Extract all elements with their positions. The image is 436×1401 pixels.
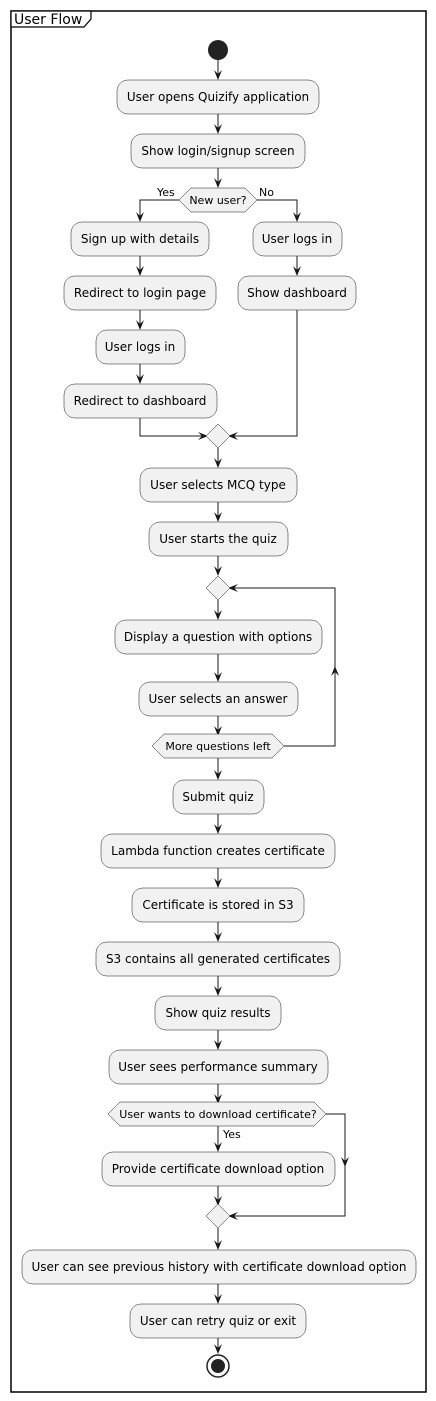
action-logs-in-existing: User logs in [252,221,343,257]
frame-title: User Flow [14,12,82,28]
decision-more-questions-label: More questions left [165,740,271,753]
action-redirect-login: Redirect to login page [63,275,217,311]
branch-yes-label: Yes [156,186,175,199]
loop-diamond [205,575,231,601]
action-select-answer-label: User selects an answer [148,692,287,706]
action-redirect-dashboard: Redirect to dashboard [63,383,218,419]
action-display-question-label: Display a question with options [124,630,312,644]
action-show-results-label: Show quiz results [165,1006,270,1020]
decision-download-cert-label: User wants to download certificate? [119,1108,317,1121]
decision-new-user: New user? [178,187,258,213]
action-history-label: User can see previous history with certi… [32,1260,407,1274]
action-start-quiz: User starts the quiz [148,521,289,557]
action-open-app: User opens Quizify application [116,79,320,115]
action-history: User can see previous history with certi… [21,1249,417,1285]
merge-diamond-login [205,423,231,449]
action-lambda-cert: Lambda function creates certificate [100,833,336,869]
branch-download-yes-label: Yes [222,1128,241,1141]
action-submit-quiz: Submit quiz [172,779,265,815]
action-sign-up-label: Sign up with details [81,232,199,246]
action-show-dashboard: Show dashboard [237,275,357,311]
action-logs-in-new-label: User logs in [105,340,175,354]
branch-no-label: No [259,186,274,199]
action-start-quiz-label: User starts the quiz [159,532,277,546]
action-redirect-dashboard-label: Redirect to dashboard [74,394,207,408]
action-select-mcq-label: User selects MCQ type [150,478,286,492]
action-logs-in-existing-label: User logs in [262,232,332,246]
action-show-login-label: Show login/signup screen [141,144,294,158]
decision-new-user-label: New user? [189,194,246,207]
action-select-answer: User selects an answer [138,681,299,717]
action-perf-summary-label: User sees performance summary [118,1060,318,1074]
edges [136,60,349,1354]
action-cert-stored: Certificate is stored in S3 [131,887,305,923]
decision-download-cert: User wants to download certificate? [107,1101,327,1127]
action-show-results: Show quiz results [154,995,282,1031]
action-display-question: Display a question with options [114,619,323,655]
action-show-dashboard-label: Show dashboard [247,286,347,300]
action-lambda-cert-label: Lambda function creates certificate [111,844,325,858]
decision-more-questions: More questions left [151,733,285,759]
action-download-option-label: Provide certificate download option [112,1162,324,1176]
action-s3-contains-label: S3 contains all generated certificates [106,952,330,966]
action-logs-in-new: User logs in [95,329,186,365]
action-download-option: Provide certificate download option [101,1151,336,1187]
action-s3-contains: S3 contains all generated certificates [95,941,341,977]
action-open-app-label: User opens Quizify application [127,90,309,104]
action-redirect-login-label: Redirect to login page [74,286,206,300]
action-sign-up: Sign up with details [70,221,210,257]
action-perf-summary: User sees performance summary [108,1049,329,1085]
action-show-login: Show login/signup screen [130,133,306,169]
end-node [206,1354,230,1378]
action-cert-stored-label: Certificate is stored in S3 [142,898,293,912]
start-node [208,40,228,60]
action-retry-exit-label: User can retry quiz or exit [140,1314,297,1328]
action-retry-exit: User can retry quiz or exit [129,1303,307,1339]
frame-title-tab [10,10,92,28]
action-select-mcq: User selects MCQ type [139,467,298,503]
action-submit-quiz-label: Submit quiz [182,790,253,804]
merge-diamond-download [205,1203,231,1229]
frame-border [10,10,427,1393]
